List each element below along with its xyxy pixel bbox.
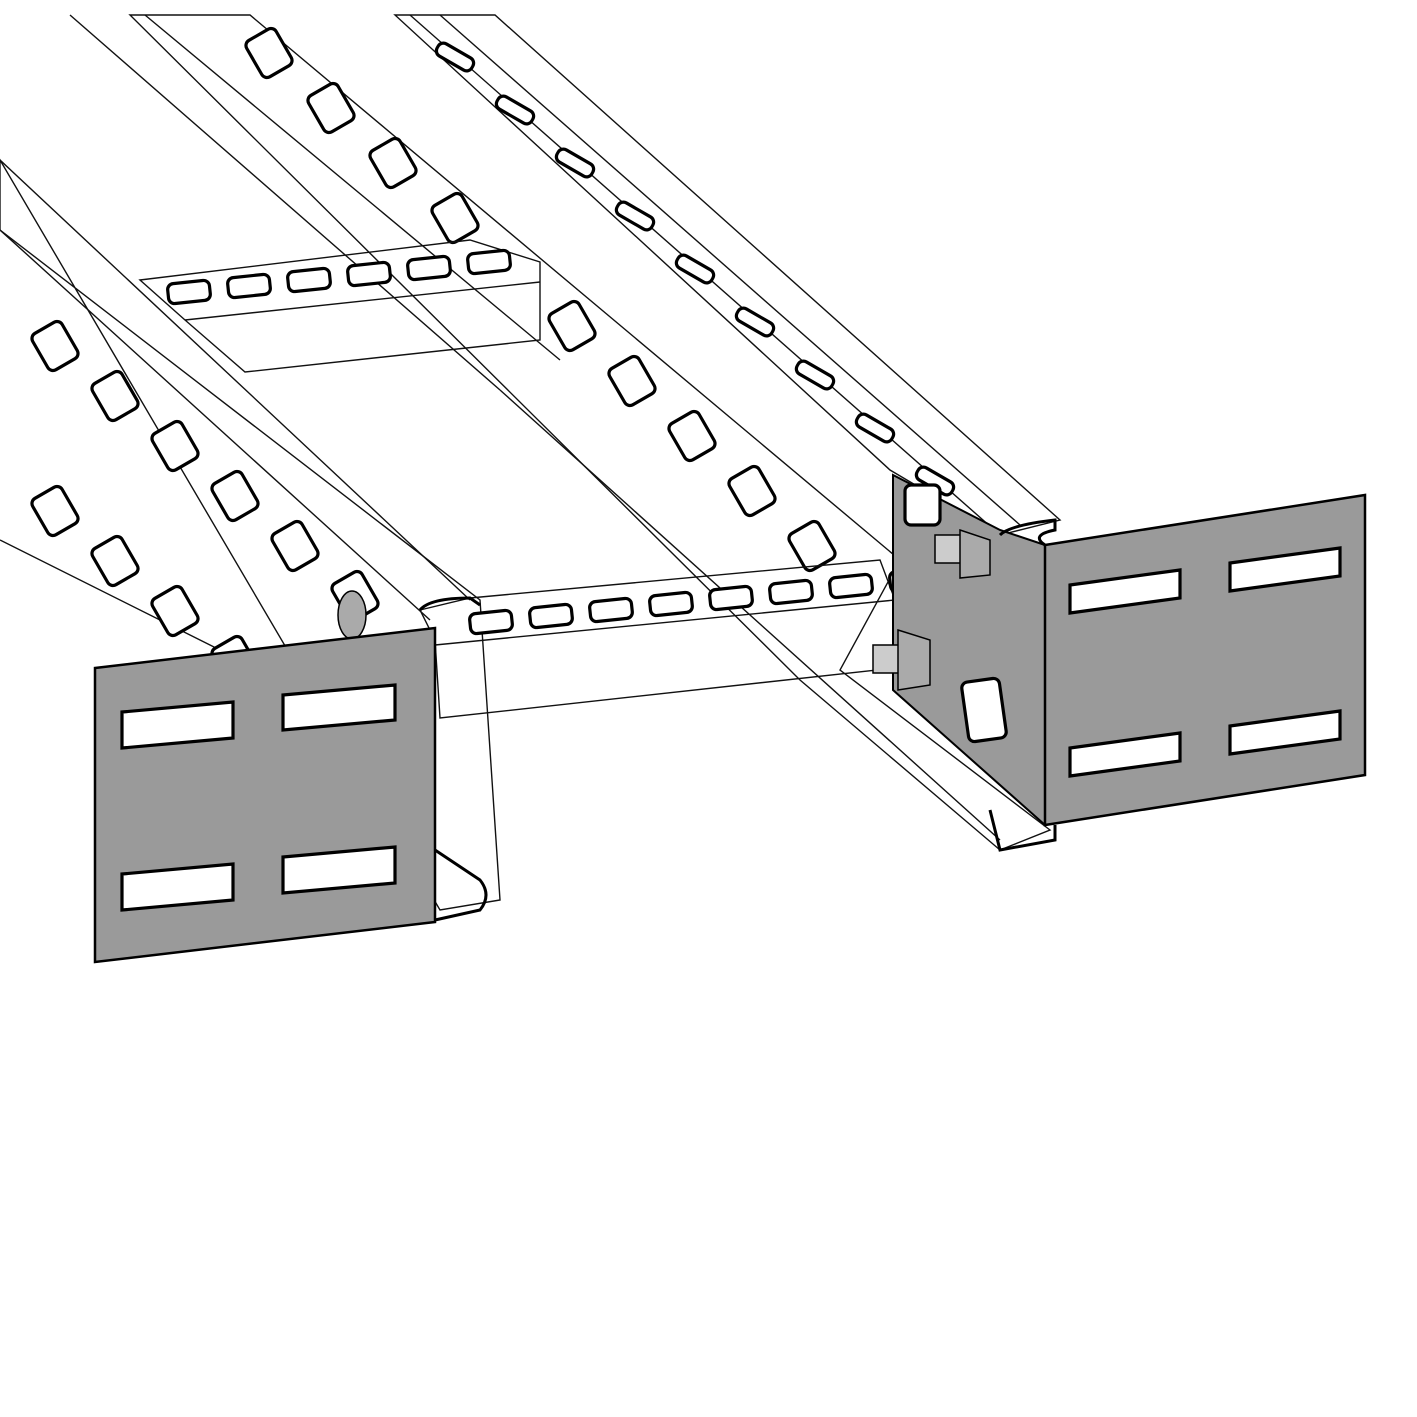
rail-slot: [554, 147, 596, 179]
left-bolt-head: [337, 590, 367, 640]
rail-slot: [286, 266, 332, 294]
rail-slot: [30, 484, 80, 538]
rail-slot: [346, 260, 392, 288]
rail-slot: [306, 81, 356, 135]
rail-slot: [368, 136, 418, 190]
rail-slot: [727, 464, 777, 518]
rail-slot: [547, 299, 597, 353]
rail-slot: [494, 94, 536, 126]
inner-right-rail: [69, 14, 1052, 851]
rail-slot: [794, 359, 836, 391]
rail-slot: [828, 572, 874, 600]
rail-slot: [90, 534, 140, 588]
rail-slot: [667, 409, 717, 463]
rail-slot: [244, 26, 294, 80]
rail-slot: [787, 519, 837, 573]
left-coupler-plate: [93, 626, 437, 964]
rail-slot: [528, 602, 574, 630]
rail-slot: [150, 419, 200, 473]
rail-slot: [226, 272, 272, 300]
rail-slot: [270, 519, 320, 573]
rail-slot: [30, 319, 80, 373]
rail-slot: [90, 369, 140, 423]
bolt-upper: [934, 528, 991, 579]
rail-slot: [434, 41, 476, 73]
right-coupler-plate: [1043, 493, 1367, 827]
left-rail-lip: [434, 848, 488, 922]
rail-slot: [210, 469, 260, 523]
rail-slot: [607, 354, 657, 408]
rail-slot: [708, 584, 754, 612]
rail-slot: [614, 200, 656, 232]
back-right-rail: [393, 14, 1062, 536]
rail-slot: [734, 306, 776, 338]
back-rung: [138, 239, 541, 373]
bolt-lower: [872, 628, 931, 691]
rail-slot: [430, 191, 480, 245]
rail-slot: [166, 278, 212, 306]
right-inner-coupler-plate: [892, 473, 1046, 828]
rail-slot: [854, 412, 896, 444]
rail-slot: [588, 596, 634, 624]
rail-slot: [466, 248, 512, 276]
rail-slot: [468, 608, 514, 636]
right-rail-lip: [988, 809, 1057, 852]
front-rung: [418, 559, 934, 719]
rail-slot: [150, 584, 200, 638]
rail-slot: [406, 254, 452, 282]
rail-slot: [648, 590, 694, 618]
rail-slot: [768, 578, 814, 606]
rail-slot: [674, 253, 716, 285]
